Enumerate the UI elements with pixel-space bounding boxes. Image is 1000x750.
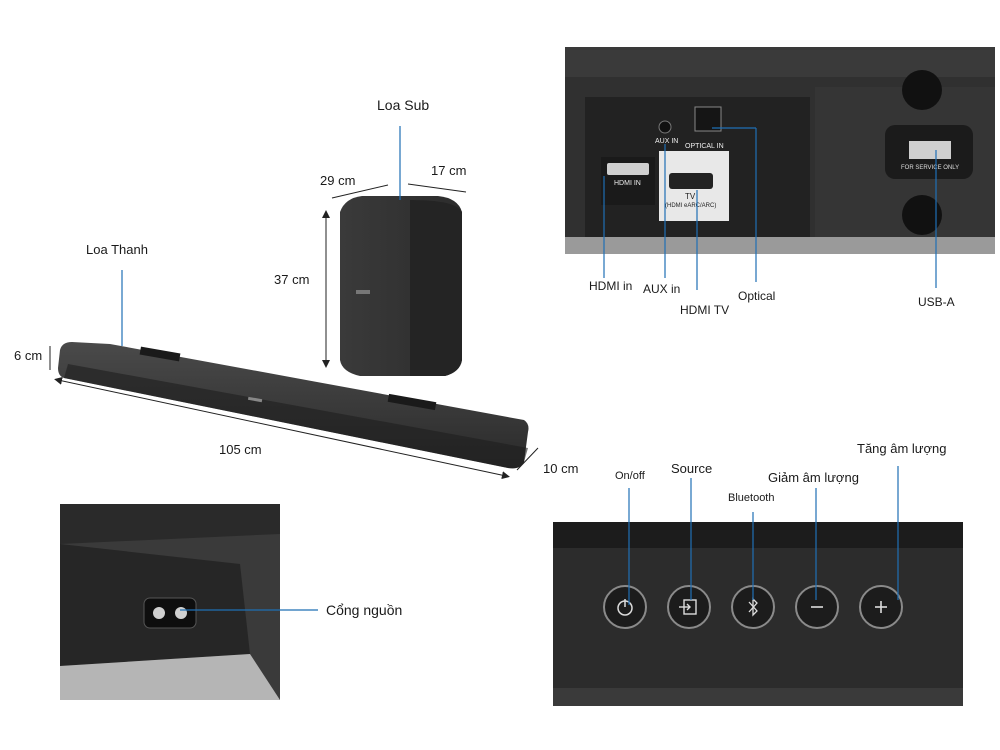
plus-icon bbox=[875, 601, 887, 613]
bar-height-label: 6 cm bbox=[14, 348, 43, 363]
tv-sub-print: (HDMI eARC/ARC) bbox=[665, 203, 717, 209]
optical-in-print: OPTICAL IN bbox=[685, 143, 724, 150]
power-button-label: On/off bbox=[615, 470, 645, 482]
sub-width-label: 29 cm bbox=[320, 173, 356, 188]
hdmi-tv-port bbox=[669, 173, 713, 189]
bar-depth-label: 10 cm bbox=[543, 461, 579, 476]
source-icon bbox=[679, 599, 697, 615]
product-dimension-diagram bbox=[49, 126, 539, 480]
power-port bbox=[143, 597, 197, 629]
volume-down-label: Giảm âm lượng bbox=[768, 470, 859, 485]
soundbar-label: Loa Thanh bbox=[86, 242, 148, 257]
volume-down-button[interactable] bbox=[795, 585, 839, 629]
power-port-label: Cổng nguồn bbox=[326, 602, 403, 618]
sub-depth-label: 17 cm bbox=[431, 163, 467, 178]
control-buttons-photo bbox=[553, 522, 963, 706]
optical-label: Optical bbox=[738, 289, 776, 303]
usb-a-label: USB-A bbox=[918, 295, 955, 309]
hdmi-tv-label: HDMI TV bbox=[680, 303, 730, 317]
bar-length-label: 105 cm bbox=[219, 442, 262, 457]
usb-service-print: FOR SERVICE ONLY bbox=[901, 165, 960, 171]
volume-up-label: Tăng âm lượng bbox=[857, 441, 947, 456]
tv-print: TV bbox=[685, 192, 696, 201]
volume-up-button[interactable] bbox=[859, 585, 903, 629]
hdmi-in-port bbox=[607, 163, 649, 175]
control-callouts bbox=[628, 466, 899, 605]
sub-height-label: 37 cm bbox=[274, 272, 310, 287]
rear-ports-callouts bbox=[603, 127, 937, 290]
optical-in-port bbox=[694, 106, 722, 132]
rear-ports-photo: HDMI IN AUX IN OPTICAL IN TV (HDMI eARC/… bbox=[565, 47, 995, 254]
source-button[interactable] bbox=[667, 585, 711, 629]
power-icon bbox=[617, 599, 633, 616]
power-callout-line bbox=[180, 609, 318, 611]
sub-label: Loa Sub bbox=[377, 97, 430, 113]
power-button[interactable] bbox=[603, 585, 647, 629]
aux-in-label: AUX in bbox=[643, 282, 681, 296]
hdmi-in-print: HDMI IN bbox=[614, 180, 641, 187]
aux-in-print: AUX IN bbox=[655, 138, 679, 145]
minus-icon bbox=[811, 606, 823, 608]
bluetooth-icon bbox=[748, 597, 758, 617]
source-button-label: Source bbox=[671, 461, 713, 476]
subwoofer bbox=[340, 196, 462, 376]
aux-in-port bbox=[658, 120, 672, 134]
hdmi-in-label: HDMI in bbox=[589, 279, 633, 293]
power-port-photo bbox=[60, 504, 280, 700]
usb-a-port bbox=[909, 141, 951, 159]
bluetooth-button-label: Bluetooth bbox=[728, 492, 775, 504]
sub-logo bbox=[356, 290, 370, 294]
